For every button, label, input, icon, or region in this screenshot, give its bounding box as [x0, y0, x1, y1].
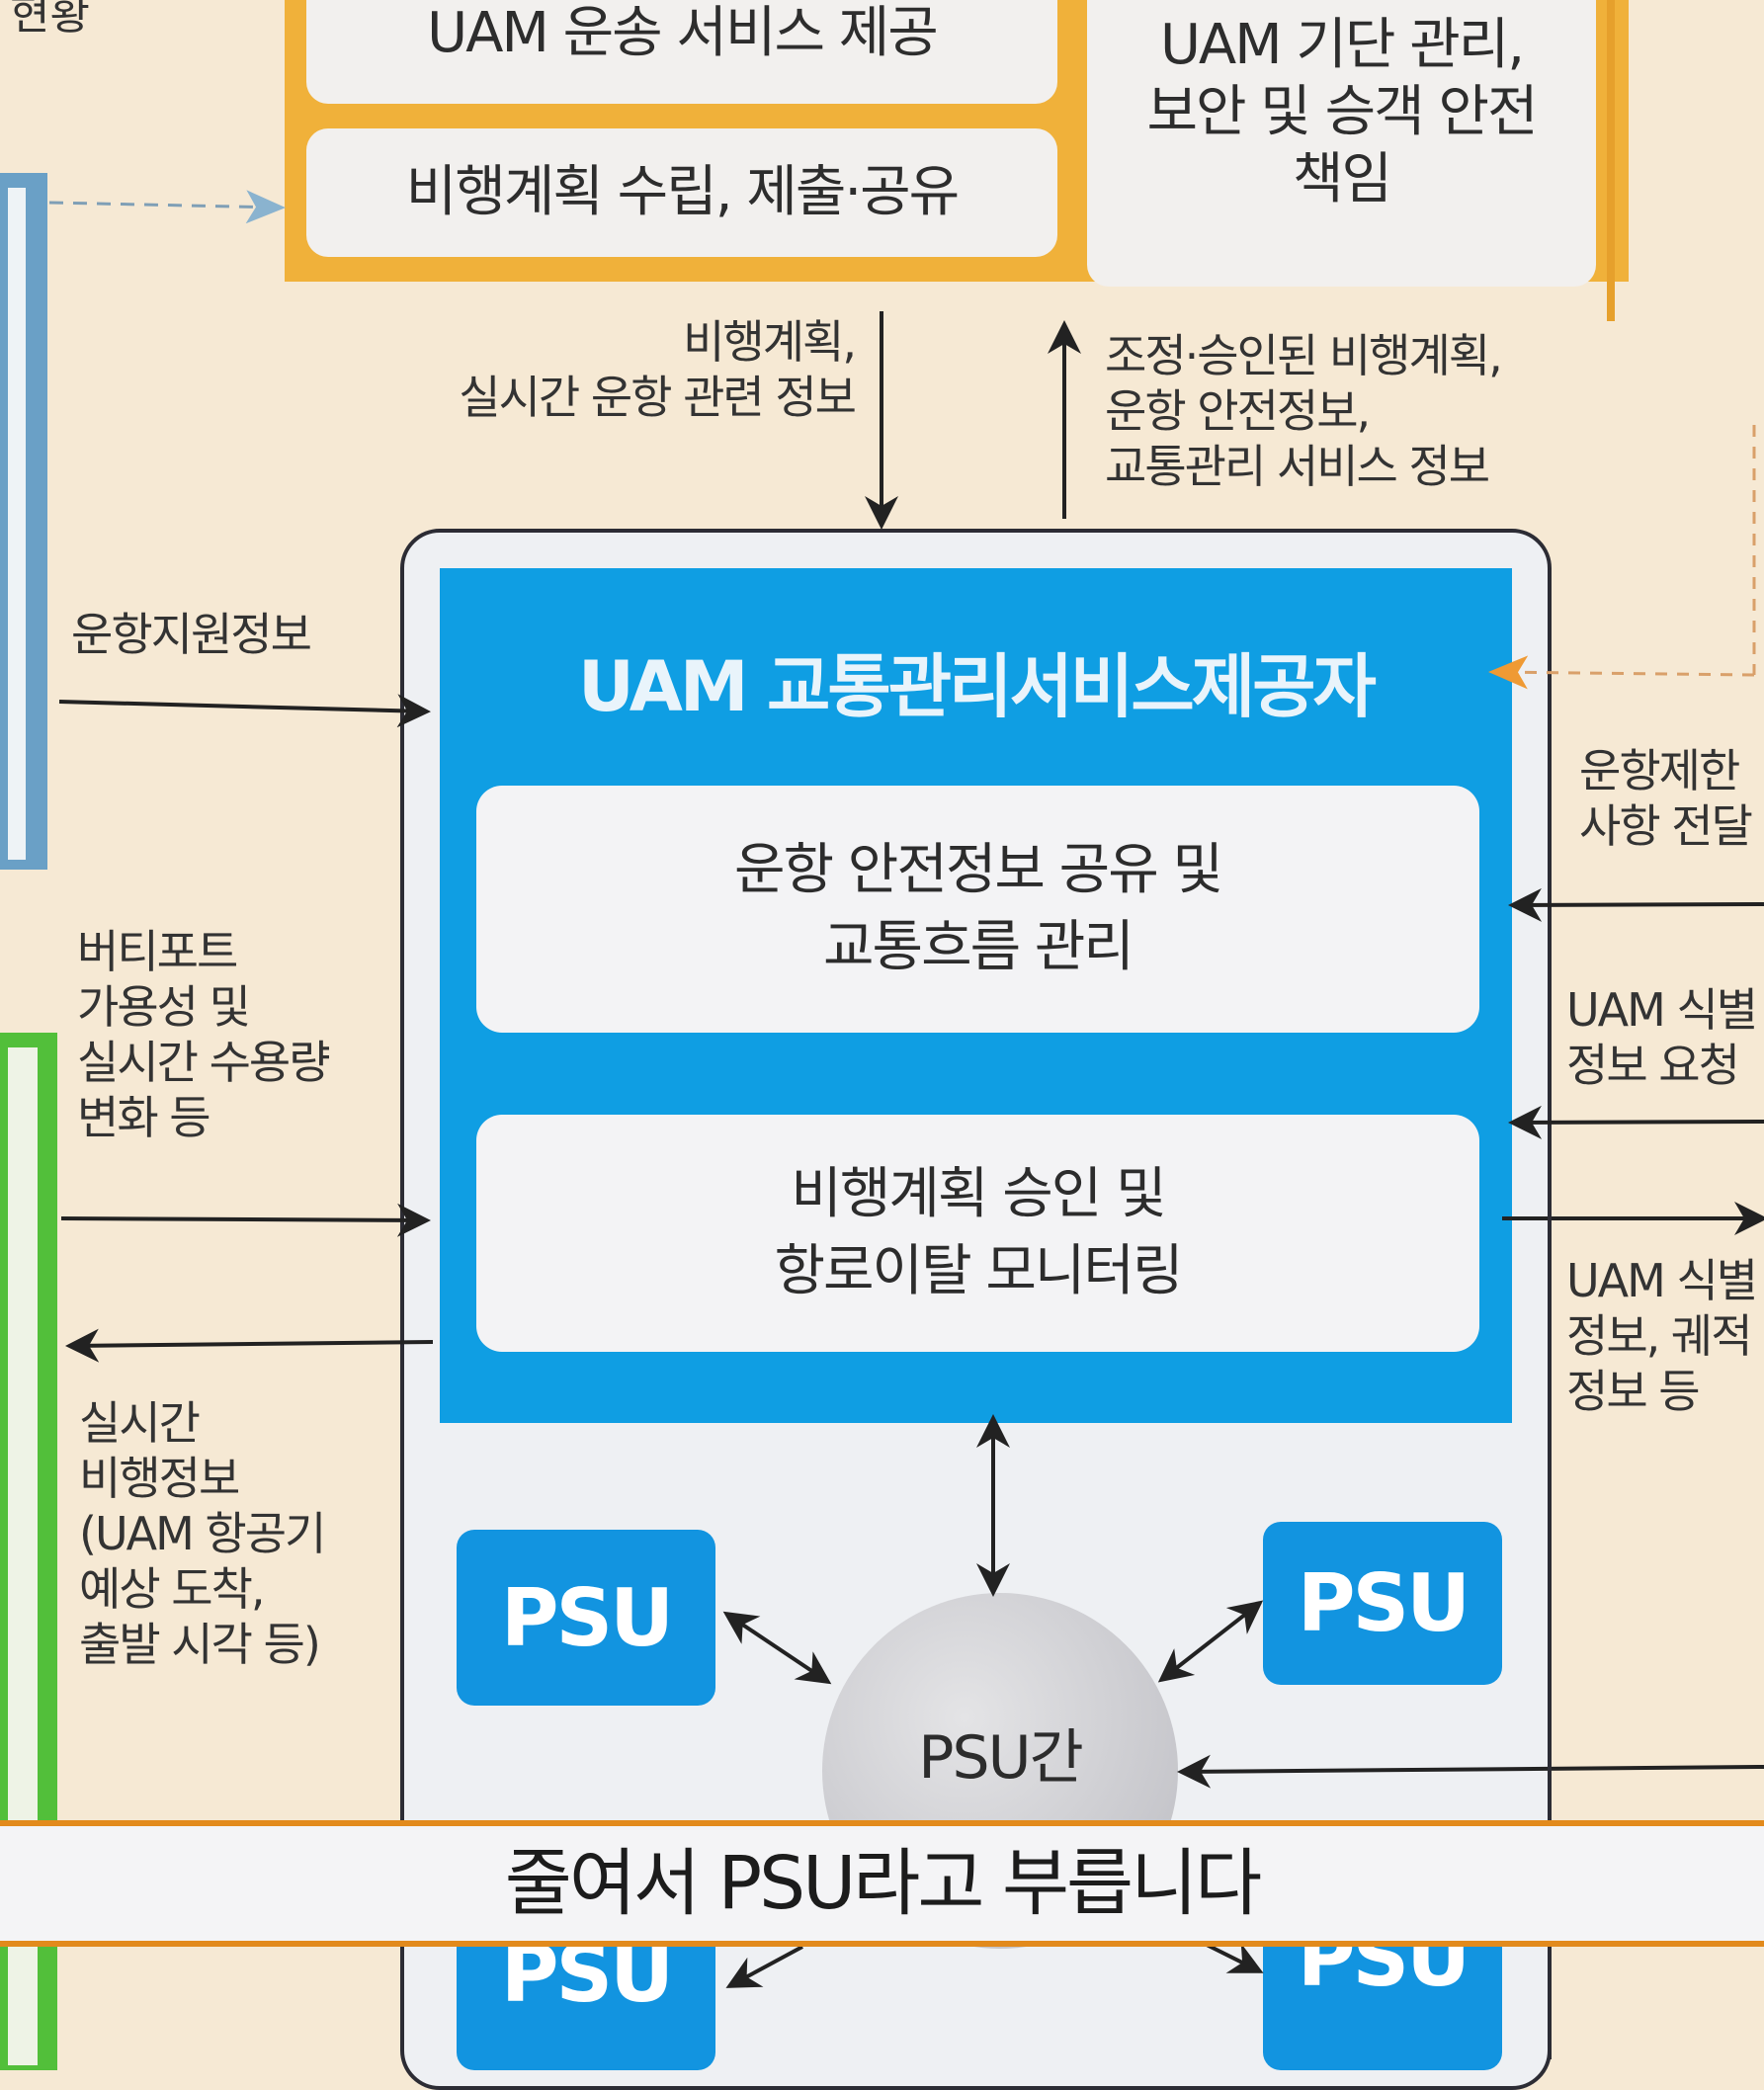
- label-realtime-flight-info: 실시간 비행정보 (UAM 항공기 예상 도착, 출발 시각 등): [79, 1396, 326, 1671]
- caption-text: 줄여서 PSU라고 부릅니다: [504, 1841, 1263, 1926]
- psu-box-top-right: PSU: [1263, 1522, 1502, 1685]
- caption-band: [0, 1820, 1764, 1947]
- label-flight-plan-info: 비행계획, 실시간 운항 관련 정보: [459, 315, 857, 424]
- label-operation-support: 운항지원정보: [71, 608, 312, 661]
- label-operation-restriction: 운항제한 사항 전달: [1579, 744, 1753, 853]
- label-uam-id-info: UAM 식별 정보, 궤적 정보 등: [1566, 1254, 1758, 1418]
- provider-title: UAM 교통관리서비스제공자: [578, 646, 1377, 727]
- label-uam-id-request: UAM 식별 정보 요청: [1566, 983, 1758, 1092]
- label-approved-flight-plan: 조정·승인된 비행계획, 운항 안전정보, 교통관리 서비스 정보: [1105, 329, 1503, 493]
- psu-network-label: PSU간: [918, 1723, 1083, 1793]
- label-vertiport-availability: 버티포트 가용성 및 실시간 수용량 변화 등: [77, 925, 331, 1144]
- top-left-cut-label: 현황: [10, 0, 90, 40]
- flight-plan-box: 비행계획 수립, 제출·공유: [306, 128, 1057, 257]
- left-entity-bar-blue-inner: [8, 188, 26, 860]
- uam-operator-panel-edge: [1607, 0, 1615, 321]
- safety-responsibility-box: UAM 기단 관리, 보안 및 승객 안전 책임: [1087, 0, 1596, 287]
- psu-box-top-left: PSU: [457, 1530, 715, 1706]
- safety-info-box: 운항 안전정보 공유 및 교통흐름 관리: [476, 786, 1479, 1033]
- service-box: UAM 운송 서비스 제공: [306, 0, 1057, 104]
- flight-approval-box: 비행계획 승인 및 항로이탈 모니터링: [476, 1115, 1479, 1352]
